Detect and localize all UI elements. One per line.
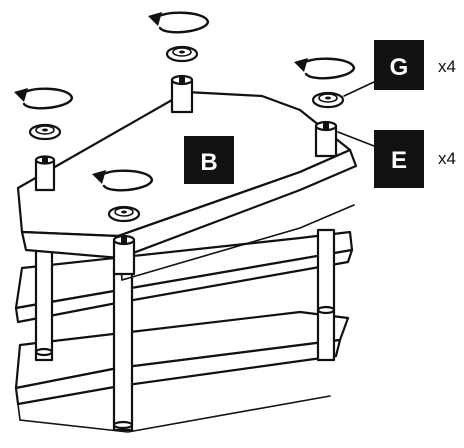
post-e-front xyxy=(112,234,136,276)
post-e-right xyxy=(314,120,338,158)
quantity-g: x4 xyxy=(438,57,456,76)
posts-lower xyxy=(34,228,336,432)
quantity-e: x4 xyxy=(438,149,456,168)
label-b-text: B xyxy=(200,149,217,176)
cap-g-front xyxy=(107,205,141,223)
shelf-bottom xyxy=(14,310,350,433)
label-b: B xyxy=(184,136,234,184)
label-g: G xyxy=(374,40,424,90)
rotate-arrow-icon xyxy=(92,169,154,192)
label-g-text: G xyxy=(390,54,409,81)
rotate-arrow-icon xyxy=(294,57,356,80)
cap-g-left xyxy=(28,123,62,141)
callout-line-g xyxy=(343,81,375,97)
rotate-arrow-icon xyxy=(14,87,74,110)
callout-line-e xyxy=(337,131,375,147)
rotate-arrow-icon xyxy=(148,11,210,34)
post-e-left xyxy=(34,155,56,192)
post-e-back xyxy=(170,74,194,114)
label-e-text: E xyxy=(391,147,407,174)
cap-g-back xyxy=(165,45,199,63)
cap-g-right xyxy=(311,91,345,109)
label-e: E xyxy=(374,130,424,188)
